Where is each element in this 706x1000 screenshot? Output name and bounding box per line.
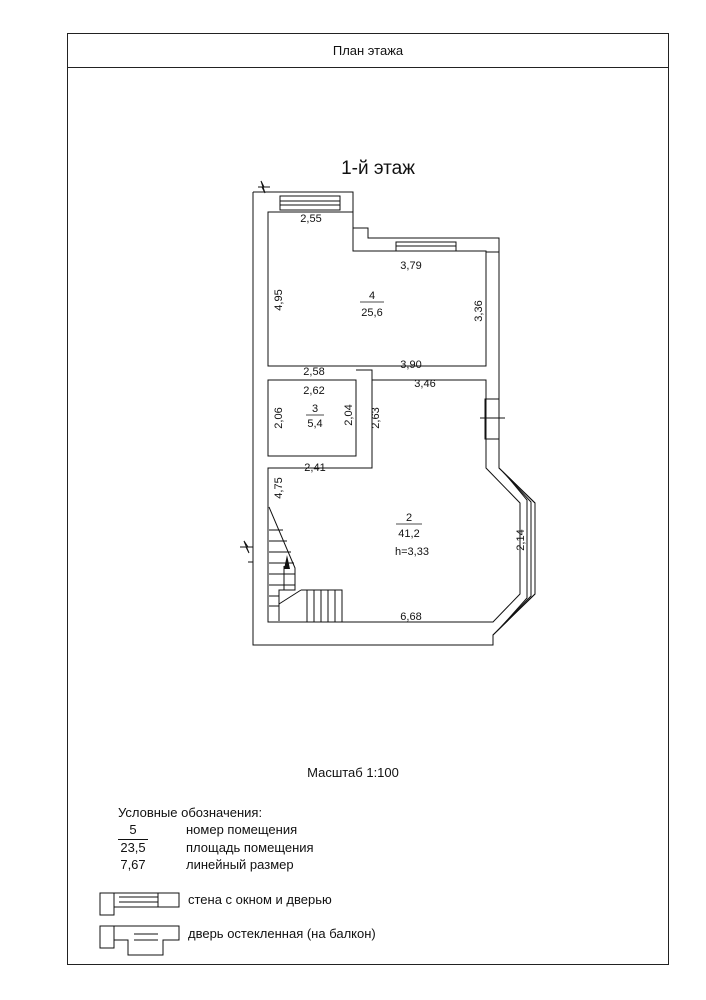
legend-description: номер помещения [186,822,298,837]
room-2-area: 41,2 [398,528,419,540]
room-4-area: 25,6 [361,307,382,319]
legend-symbol-description: дверь остекленная (на балкон) [188,926,376,941]
room-2-height: h=3,33 [395,546,429,558]
dimension-label: 2,04 [343,404,355,425]
legend-key: 23,5 [120,840,146,855]
legend-key: 5 [129,822,137,837]
window-top-left [279,195,341,211]
dimension-label: 2,14 [515,529,527,550]
legend-description: площадь помещения [186,840,314,855]
wall-break-top [258,180,270,194]
dimension-label: 2,55 [300,213,321,225]
dimension-label: 2,62 [303,385,324,397]
symbol-wall-window-door [99,892,180,916]
drawing-sheet: План этажа [67,33,669,965]
outer-wall [248,191,536,646]
legend-description: линейный размер [186,857,294,872]
dimension-label: 2,58 [303,366,324,378]
room-2-number: 2 [406,512,412,524]
staircase [268,506,343,622]
room-3-wall [267,379,357,457]
sheet-title: План этажа [332,43,404,58]
dimension-label: 3,46 [414,378,435,390]
dimension-label: 3,90 [400,359,421,371]
dimension-label: 2,41 [304,462,325,474]
balcony-door [484,398,500,440]
scale-label: Масштаб 1:100 [307,765,399,780]
room-4-number: 4 [369,290,375,302]
legend-symbol-description: стена с окном и дверью [188,892,332,907]
dimension-label: 4,95 [273,289,285,310]
stair-direction-arrow [284,555,290,569]
floor-title: 1-й этаж [341,158,415,179]
legend-key-rule [118,825,148,840]
partition-wall [356,369,373,469]
dimension-label: 2,06 [273,407,285,428]
bay-window [492,467,536,636]
room-2-inner-wall [267,379,521,623]
dimension-label: 3,36 [473,300,485,321]
title-block: План этажа [68,34,668,68]
dimension-label: 2,63 [370,407,382,428]
room-3-area: 5,4 [307,418,322,430]
legend-key: 7,67 [120,857,146,872]
dimension-label: 3,79 [400,260,421,272]
dimension-label: 6,68 [400,611,421,623]
dimension-label: 4,75 [273,477,285,498]
legend-heading: Условные обозначения: [118,805,263,820]
room-3-number: 3 [312,403,318,415]
wall-break-left [240,540,253,554]
symbol-glazed-door [99,925,180,956]
room-4-inner-wall [267,211,487,367]
